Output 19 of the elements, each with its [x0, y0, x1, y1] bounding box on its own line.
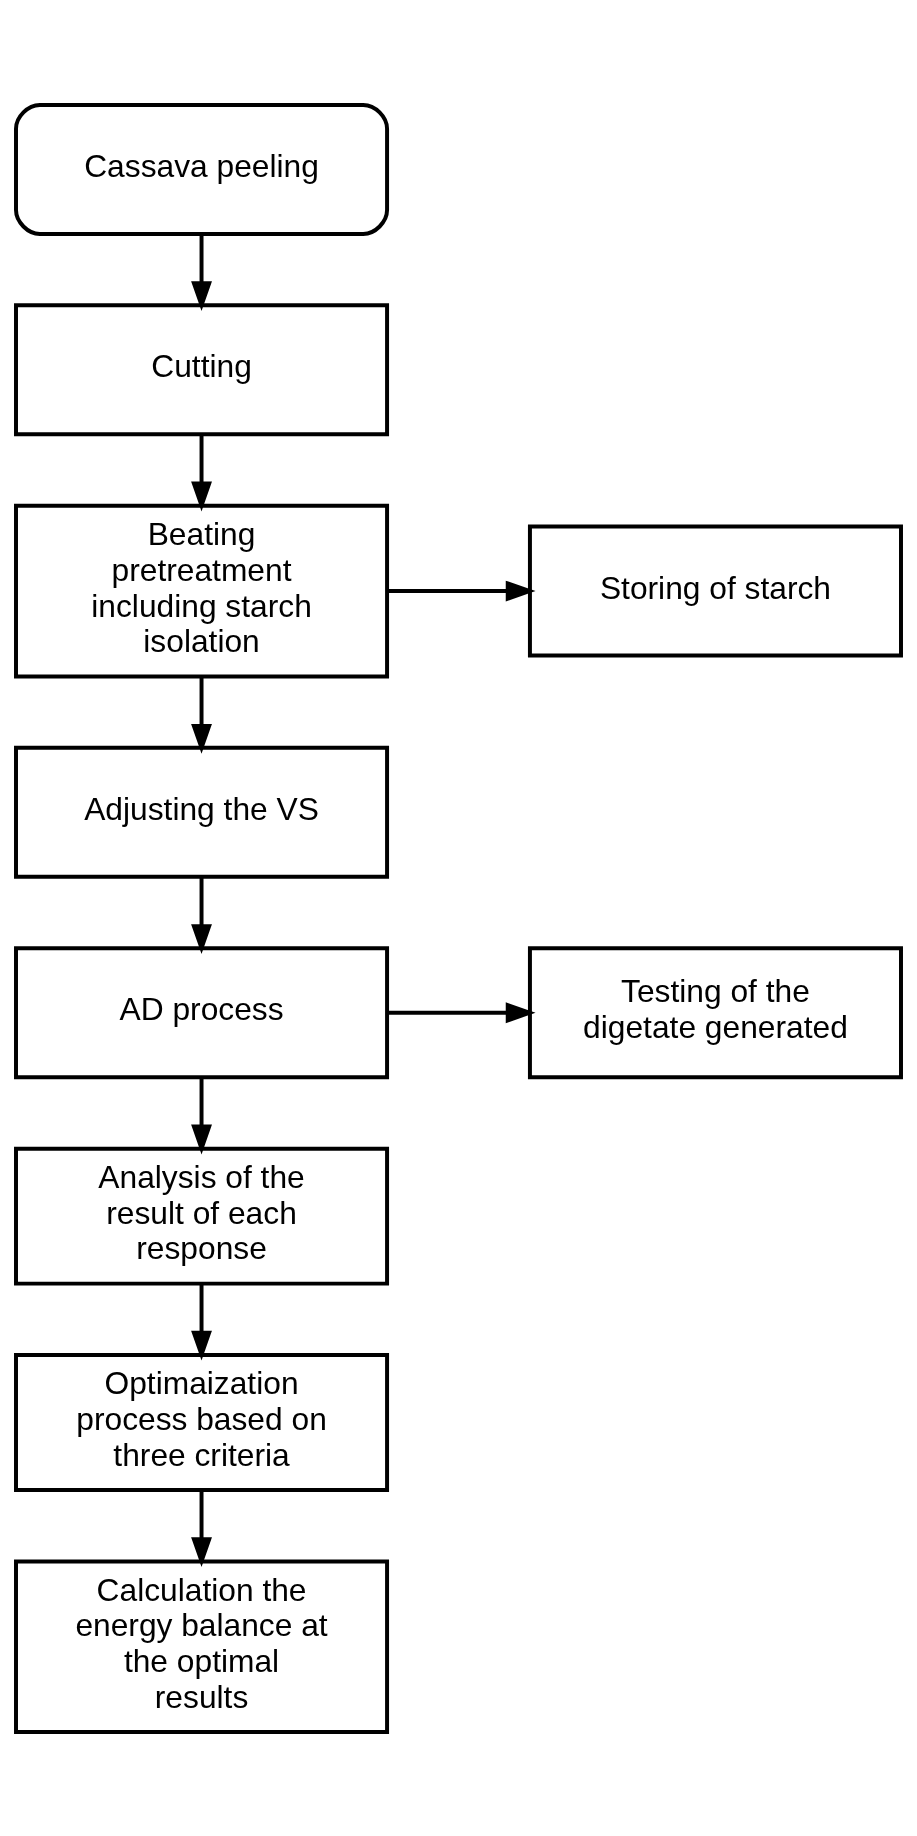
- node-box: Analysis of the result of each response: [14, 1146, 390, 1286]
- node-box: Cassava peeling: [14, 102, 390, 236]
- node-box: Beating pretreatment including starch isolation: [14, 503, 390, 678]
- arrow: [191, 434, 212, 511]
- node-box: Cutting: [14, 302, 390, 436]
- arrow: [191, 1076, 212, 1154]
- node-box: Calculation the energy balance at the optimal results: [14, 1558, 390, 1734]
- arrow: [191, 876, 212, 954]
- arrow: [191, 233, 212, 311]
- arrow: [387, 1001, 536, 1023]
- arrow: [191, 675, 212, 754]
- arrow: [191, 1489, 212, 1567]
- arrow: [191, 1283, 212, 1360]
- node-box: Optimaization process based on three criteria: [14, 1352, 390, 1492]
- node-box: Adjusting the VS: [14, 745, 390, 879]
- node-box: AD process: [14, 945, 390, 1079]
- node-box: Testing of the digetate generated: [527, 945, 903, 1079]
- node-box: Storing of starch: [527, 524, 903, 658]
- arrow: [387, 580, 536, 602]
